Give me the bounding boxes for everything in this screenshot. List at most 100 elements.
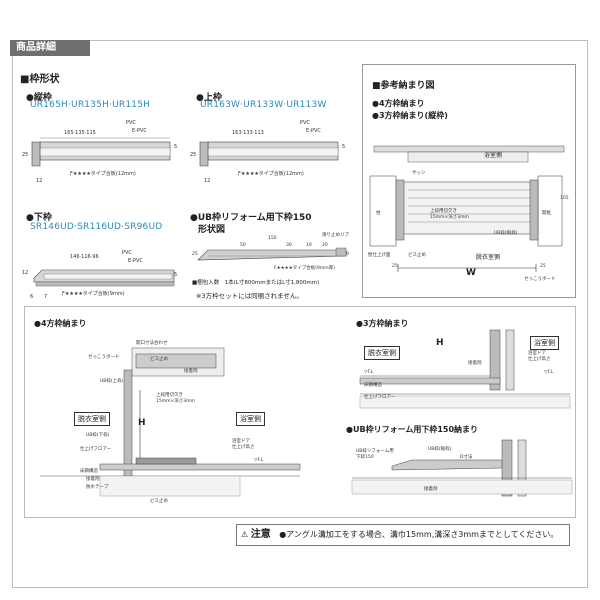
top-h25: 25 xyxy=(190,152,197,158)
ub-d150: 150 xyxy=(268,236,277,241)
top-note: F★★★★タイプ合板(12mm) xyxy=(238,171,304,177)
vertical-frame-profile xyxy=(31,137,171,167)
reference-four: ●4方枠納まり xyxy=(372,99,425,108)
ub-notice: ※3方枠セットには同梱されません。 xyxy=(196,292,303,300)
three-H: H xyxy=(436,338,444,348)
vertical-frame-label: ●縦枠 xyxy=(26,93,52,103)
ref-screw: ビス止め xyxy=(408,253,426,258)
three-dress: 脱衣室側 xyxy=(364,346,400,360)
bottom-frame-code: SR146UD·SR116UD·SR96UD xyxy=(30,222,163,232)
frame-shape-title: ■枠形状 xyxy=(20,74,60,85)
four-bath: 浴室側 xyxy=(236,412,265,426)
four-door: 浴室ドア xyxy=(232,439,250,444)
ub-detail-ubv: UB枠(縦枠) xyxy=(428,447,452,452)
top-epvc: E-PVC xyxy=(306,128,321,134)
ref-hinge: 開框 xyxy=(542,211,551,216)
bottom-six: 6 xyxy=(30,294,34,300)
top-frame-label: ●上枠 xyxy=(196,93,222,103)
reference-plan-drawing xyxy=(369,145,565,272)
ref-groove2: 15mm×深さ3mm xyxy=(430,215,469,220)
bottom-seven: 7 xyxy=(44,294,48,300)
four-detail-drawing xyxy=(40,347,301,497)
four-ub-top: UB枠(上枠) xyxy=(100,379,124,384)
three-detail-drawing xyxy=(359,329,571,409)
four-dress: 脱衣室側 xyxy=(74,412,110,426)
ref-dress: 脱衣室側 xyxy=(476,254,501,261)
four-H: H xyxy=(138,418,146,428)
warning-icon: ⚠ xyxy=(241,530,249,539)
four-fl: ▽F.L xyxy=(254,458,264,463)
bottom-frame-profile xyxy=(33,269,175,287)
ref-d105: 105 xyxy=(560,196,569,201)
four-opening: 開口寸法合わせ xyxy=(136,341,168,346)
bottom-epvc: E-PVC xyxy=(128,258,143,264)
ref-d25: 25 xyxy=(392,264,398,269)
ref-ub-v: UB枠(縦枠) xyxy=(494,231,518,236)
ub-detail-adhesive: 接着剤 xyxy=(424,487,438,492)
ub-d30: 30 xyxy=(286,243,292,248)
three-fl2: ▽F.L xyxy=(544,370,554,375)
ub-pack: ■梱包入数 1本(L寸800mmまたはL寸1,800mm) xyxy=(192,280,320,286)
top-frame-code: UR163W·UR133W·UR113W xyxy=(200,100,327,110)
ub-detail-d: D寸法 xyxy=(460,455,473,460)
ub-d9: 9 xyxy=(346,252,349,257)
four-adhesive2: 接着剤 xyxy=(86,477,100,482)
reference-title: ■参考納まり図 xyxy=(372,81,435,91)
four-base: 床鋼構造 xyxy=(80,469,98,474)
three-bath: 浴室側 xyxy=(530,336,559,350)
four-adhesive: 接着剤 xyxy=(184,369,198,374)
ref-board: せっこうボード xyxy=(524,277,556,282)
four-title: ●4方枠納まり xyxy=(34,319,87,328)
bottom-h12: 12 xyxy=(22,270,29,276)
four-cut2: 15mm×深さ3mm xyxy=(156,399,195,404)
ref-width: W xyxy=(466,268,476,278)
ub-detail-reform2: 下枠150 xyxy=(356,455,374,460)
four-screw2: ビス止め xyxy=(150,499,168,504)
ub-frame-label: ●UB枠リフォーム用下枠150 xyxy=(190,213,312,223)
four-tape: 防水テープ xyxy=(86,485,109,490)
vertical-five: 5 xyxy=(174,144,178,150)
ref-wall: 壁仕上げ面 xyxy=(368,253,391,258)
bottom-frame-label: ●下枠 xyxy=(26,213,52,223)
top-frame-profile xyxy=(199,141,339,167)
ub-d50: 50 xyxy=(240,243,246,248)
ub-frame-label2: 形状図 xyxy=(198,225,226,235)
ub-d10: 10 xyxy=(306,243,312,248)
detail-frame xyxy=(12,40,588,588)
three-base: 床鋼構造 xyxy=(364,383,382,388)
bottom-note: F★★★★タイプ合板(9mm) xyxy=(62,291,125,297)
three-adhesive: 接着剤 xyxy=(468,361,482,366)
vertical-pvc: PVC xyxy=(126,120,136,126)
caution-title: 注意 xyxy=(250,529,271,540)
vertical-frame-code: UR165H·UR135H·UR115H xyxy=(30,100,151,110)
four-ub-bottom: UB枠(下枠) xyxy=(86,433,110,438)
four-cut: 上枠用切欠き xyxy=(156,393,183,398)
three-title: ●3方枠納まり xyxy=(356,319,409,328)
vertical-dims: 165·135·115 xyxy=(64,130,96,136)
four-screw: ビス止め xyxy=(150,357,168,362)
top-pvc: PVC xyxy=(300,120,310,126)
vertical-note: F★★★★タイプ合板(12mm) xyxy=(70,171,136,177)
ub-detail-title: ●UB枠リフォーム用下枠150納まり xyxy=(346,425,479,434)
vertical-h25: 25 xyxy=(22,152,29,158)
section-header: 商品詳細 xyxy=(10,40,90,56)
vertical-epvc: E-PVC xyxy=(132,128,147,134)
four-finish: 仕上げフロアー xyxy=(80,447,112,452)
ub-detail-reform: UB枠リフォーム用 xyxy=(356,449,394,454)
four-door2: 仕上げ高さ xyxy=(232,445,255,450)
ref-d25b: 25 xyxy=(540,264,546,269)
bottom-dims: 146·116·96 xyxy=(70,254,99,260)
reference-three: ●3方枠納まり(縦枠) xyxy=(372,111,448,120)
ref-bath: 浴室側 xyxy=(484,152,503,159)
ref-sash: サッシ xyxy=(412,171,426,176)
four-board: せっこうボード xyxy=(88,355,120,360)
ref-groove: 上枠用切欠き xyxy=(430,209,457,214)
caution-text: ●アングル溝加工をする場合、溝巾15mm,溝深さ3mmまでとしてください。 xyxy=(279,530,559,539)
top-five: 5 xyxy=(342,144,346,150)
ub-detail-drawing xyxy=(351,439,573,497)
ub-frame-profile xyxy=(197,247,347,261)
vertical-w12: 12 xyxy=(36,178,43,184)
ub-d25: 25 xyxy=(192,252,198,257)
three-fl: ▽F.L xyxy=(364,370,374,375)
top-dims: 163·133·113 xyxy=(232,130,264,136)
